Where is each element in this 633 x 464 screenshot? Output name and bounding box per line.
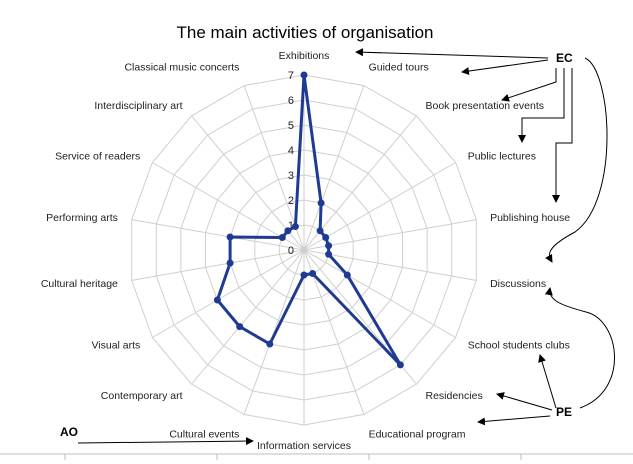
category-label: School students clubs (468, 340, 570, 352)
grid-spoke (303, 115, 417, 251)
data-point (316, 227, 324, 235)
grid-spoke (303, 249, 365, 415)
data-point (284, 227, 292, 235)
category-label: Guided tours (369, 61, 429, 73)
annotation-pe: PE (556, 405, 572, 419)
tick-label: 4 (288, 145, 294, 157)
category-label: Public lectures (468, 151, 536, 163)
tick-label: 2 (288, 195, 294, 207)
tick-label: 0 (288, 245, 294, 257)
tick-label: 1 (288, 220, 294, 232)
data-point (325, 242, 333, 250)
category-label: Exhibitions (279, 50, 330, 62)
data-point (291, 223, 299, 230)
category-label: Publishing house (490, 212, 570, 224)
arrow-ec-book-presentation (501, 68, 557, 102)
arrow-ec-discussions (545, 57, 608, 263)
grid-spoke (303, 249, 477, 281)
chart-title: The main activities of organisation (176, 23, 433, 42)
data-point (226, 233, 234, 241)
grid-spoke (152, 249, 305, 338)
series-layer (213, 71, 404, 369)
grid-spoke (303, 219, 477, 251)
grid-spoke (131, 219, 305, 251)
arrow-pe-residencies (496, 392, 553, 411)
grid-spoke (303, 162, 456, 251)
grid-spoke (243, 85, 305, 251)
data-point (343, 271, 351, 279)
data-point (278, 234, 286, 241)
data-point (317, 199, 325, 207)
radar-grid (131, 74, 477, 426)
category-label: Cultural heritage (41, 278, 118, 290)
category-label: Book presentation events (426, 100, 545, 112)
data-point (300, 271, 308, 279)
category-label: Discussions (490, 278, 546, 290)
arrow-pe-educational-program (477, 415, 551, 426)
category-label: Residencies (426, 390, 483, 402)
arrow-ao-information-services (77, 437, 254, 446)
arrow-ec-exhibitions (355, 48, 549, 59)
tick-label: 3 (288, 170, 294, 182)
category-label: Service of readers (55, 151, 140, 163)
annotation-group: EC PE AO (60, 48, 615, 446)
category-label: Visual arts (91, 340, 140, 352)
grid-spoke (191, 115, 305, 251)
category-label: Interdisciplinary art (94, 100, 182, 112)
grid-spoke (131, 249, 305, 281)
annotation-ao: AO (60, 425, 78, 439)
arrow-pe-school-clubs (538, 354, 557, 409)
tick-label: 5 (288, 120, 294, 132)
arrow-ec-public-lectures (518, 68, 565, 143)
radial-tick-labels: 0 1 2 3 4 5 6 7 (288, 70, 294, 257)
category-label: Cultural events (169, 429, 239, 441)
data-point (309, 270, 317, 277)
grid-spoke (303, 249, 456, 338)
data-point (300, 71, 308, 79)
bottom-axis (0, 453, 633, 460)
arrow-pe-discussions (544, 287, 615, 409)
category-label: Information services (257, 440, 351, 452)
grid-spoke (303, 85, 365, 251)
grid-spoke (152, 162, 305, 251)
data-point (213, 296, 221, 304)
data-point (266, 340, 274, 348)
data-point (322, 234, 330, 241)
tick-label: 6 (288, 95, 294, 107)
grid-spoke (191, 249, 305, 385)
annotation-ec: EC (556, 51, 573, 65)
category-label: Performing arts (46, 212, 118, 224)
data-point (226, 259, 234, 267)
data-point (325, 250, 333, 258)
category-label: Educational program (369, 429, 466, 441)
tick-label: 7 (288, 70, 294, 82)
category-label: Classical music concerts (124, 61, 239, 73)
arrow-ec-publishing-house (552, 68, 573, 203)
arrow-ec-guided-tours (461, 59, 549, 75)
category-label: Contemporary art (101, 390, 183, 402)
data-point (236, 323, 244, 331)
data-point (396, 361, 404, 369)
